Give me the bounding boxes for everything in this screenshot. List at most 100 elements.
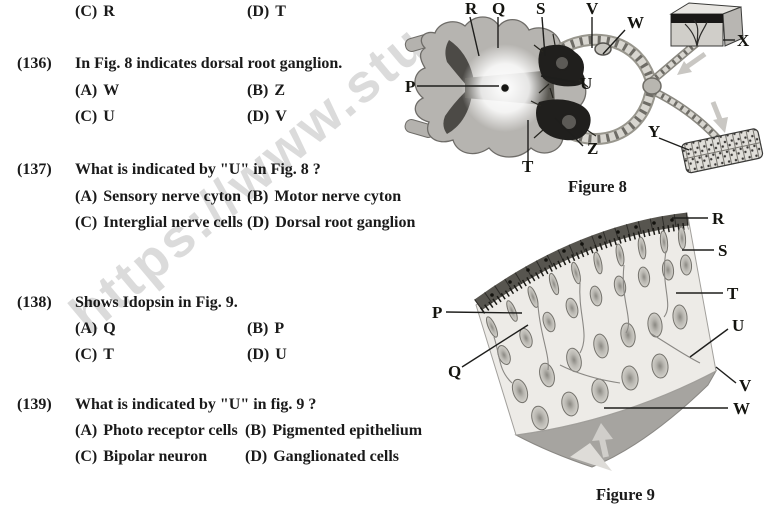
option-label: (D) <box>247 214 270 231</box>
question-137-options-ab: (A)Sensory nerve cyton (B)Motor nerve cy… <box>0 188 440 212</box>
figure-9-diagram: R S T U V W P Q <box>432 209 752 471</box>
fig8-label-P: P <box>405 77 415 96</box>
neuron-cluster-dorsal <box>533 33 589 94</box>
option-label: (B) <box>245 422 267 439</box>
fig9-label-U: U <box>732 316 744 335</box>
option-label: (C) <box>75 346 98 363</box>
option-text: Motor nerve cyton <box>274 188 402 205</box>
option-text: P <box>274 320 285 337</box>
option-text: U <box>275 346 287 363</box>
fig8-label-T: T <box>522 157 534 174</box>
fig9-label-T: T <box>727 284 739 303</box>
figure-8-diagram: R Q S V W X P U Z T Y <box>404 0 764 174</box>
option-label: (A) <box>75 82 98 99</box>
option-text: R <box>103 3 115 20</box>
option-label: (B) <box>247 320 269 337</box>
fig8-label-Y: Y <box>648 122 660 141</box>
question-number: (137) <box>17 161 52 178</box>
option: (D) Dorsal root ganglion <box>247 214 415 232</box>
question-136-options-ab: (A) W (B) Z <box>0 82 440 106</box>
option: (A) Photo receptor cells <box>75 422 238 440</box>
option-text: Bipolar neuron <box>103 448 208 465</box>
option: (B) Z <box>247 82 285 100</box>
option-label: (C) <box>75 108 98 125</box>
skin-receptor-block <box>669 2 744 47</box>
option-text: V <box>275 108 287 125</box>
light-direction-arrow <box>592 423 613 458</box>
fig8-label-X: X <box>737 31 750 50</box>
option-text: Q <box>103 320 116 337</box>
option-label: (D) <box>247 3 270 20</box>
option: (D) T <box>247 3 286 21</box>
question-number: (138) <box>17 294 52 311</box>
fig9-label-W: W <box>733 399 750 418</box>
option: (C)R <box>75 3 115 21</box>
option: (B) Pigmented epithelium <box>245 422 422 440</box>
fig8-label-R: R <box>465 0 478 18</box>
fig9-label-P: P <box>432 303 442 322</box>
figure9-leader-lines <box>445 217 737 409</box>
question-139-options-ab: (A) Photo receptor cells (B) Pigmented epi… <box>0 422 440 446</box>
option: (D) V <box>247 108 287 126</box>
figure8-leader-lines <box>417 16 735 164</box>
option-text: T <box>275 3 286 20</box>
option: (C) U <box>75 108 115 126</box>
option-text: T <box>103 346 114 363</box>
option-text: Ganglionated cells <box>273 448 399 465</box>
fig8-label-Z: Z <box>587 139 598 158</box>
pigmented-epithelium-band <box>474 212 689 314</box>
figure-9-caption: Figure 9 <box>596 485 655 504</box>
central-canal <box>499 82 511 94</box>
fig9-label-V: V <box>739 376 752 395</box>
connecting-fibers <box>493 250 701 384</box>
fig9-label-Q: Q <box>448 362 461 381</box>
fig8-label-S: S <box>536 0 545 18</box>
option-text: U <box>103 108 115 125</box>
question-139-options-cd: (C)Bipolar neuron (D) Ganglionated cells <box>0 448 440 472</box>
option-label: (D) <box>245 448 268 465</box>
question-text: In Fig. 8 indicates dorsal root ganglion… <box>75 55 343 72</box>
question-135-options-row: (C)R (D) T <box>0 3 440 27</box>
bipolar-neurons <box>511 304 688 404</box>
option: (C) Interglial nerve cells <box>75 214 243 232</box>
muscle-block <box>681 128 764 174</box>
option: (D) U <box>247 346 287 364</box>
option-label: (D) <box>247 346 270 363</box>
option-text: Dorsal root ganglion <box>275 214 416 231</box>
option: (D) Ganglionated cells <box>245 448 399 466</box>
question-number: (136) <box>17 55 52 72</box>
fig8-label-U: U <box>580 74 592 93</box>
option-text: Interglial nerve cells <box>103 214 243 231</box>
question-136-options-cd: (C) U (D) V <box>0 108 440 132</box>
option: (B)Motor nerve cyton <box>247 188 401 206</box>
option: (A)Q <box>75 320 116 338</box>
option-text: Pigmented epithelium <box>272 422 423 439</box>
question-number: (139) <box>17 396 52 413</box>
option: (C) T <box>75 346 114 364</box>
option-label: (A) <box>75 188 98 205</box>
option-label: (A) <box>75 422 98 439</box>
question-139-header: (139) What is indicated by "U" in fig. 9… <box>0 396 440 420</box>
option: (A) W <box>75 82 119 100</box>
fig9-label-R: R <box>712 209 725 228</box>
question-138-options-ab: (A)Q (B) P <box>0 320 440 344</box>
neuron-cluster-ventral <box>530 87 597 141</box>
question-138-options-cd: (C) T (D) U <box>0 346 440 370</box>
option: (A)Sensory nerve cyton <box>75 188 241 206</box>
question-text: What is indicated by "U" in fig. 9 ? <box>75 396 317 413</box>
question-137-options-cd: (C) Interglial nerve cells (D) Dorsal root… <box>0 214 440 238</box>
question-137-header: (137) What is indicated by "U" in Fig. 8… <box>0 161 440 185</box>
option-text: Z <box>274 82 285 99</box>
option-text: W <box>103 82 120 99</box>
option-label: (C) <box>75 214 98 231</box>
figure-8-caption: Figure 8 <box>568 177 627 196</box>
option-text: Photo receptor cells <box>103 422 238 439</box>
option-label: (B) <box>247 82 269 99</box>
fig8-label-V: V <box>586 0 599 18</box>
option-label: (D) <box>247 108 270 125</box>
impulse-direction-arrows <box>677 51 728 133</box>
question-text: What is indicated by "U" in Fig. 8 ? <box>75 161 321 178</box>
fig9-label-S: S <box>718 241 727 260</box>
option: (C)Bipolar neuron <box>75 448 207 466</box>
